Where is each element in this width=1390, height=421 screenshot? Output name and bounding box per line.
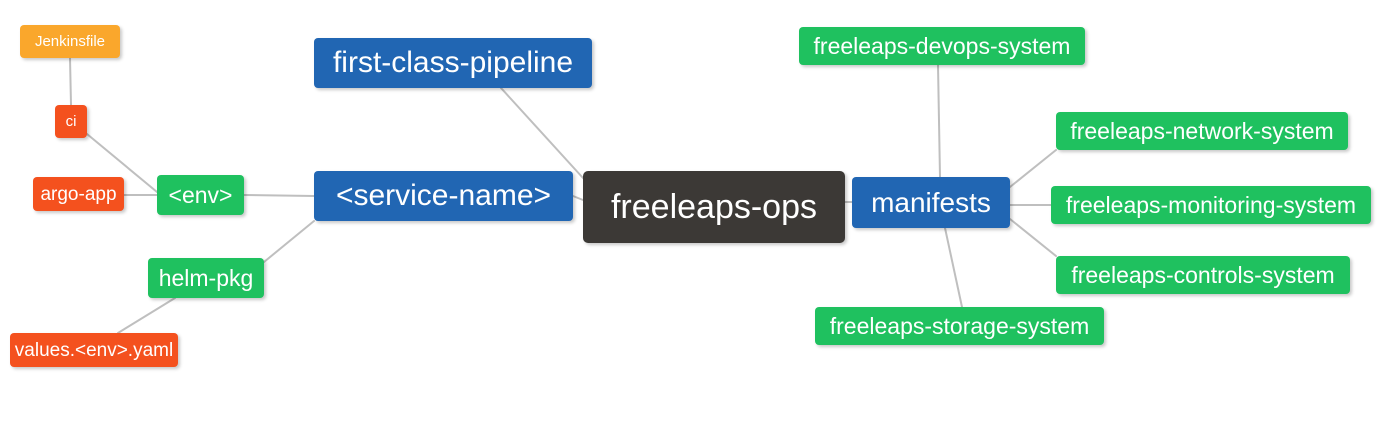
node-label: freeleaps-storage-system [829, 312, 1090, 339]
node-network-system[interactable]: freeleaps-network-system [1056, 112, 1348, 150]
node-label: <service-name> [335, 179, 552, 212]
node-label: helm-pkg [158, 264, 254, 291]
node-first-class-pipeline[interactable]: first-class-pipeline [314, 38, 592, 88]
node-label: first-class-pipeline [332, 46, 574, 79]
node-env[interactable]: <env> [157, 175, 244, 215]
edge-jenkinsfile-to-ci [69, 57, 72, 106]
edge-env-to-service-name [243, 194, 315, 197]
node-label: ci [65, 113, 77, 130]
node-label: values.<env>.yaml [14, 339, 174, 361]
node-devops-system[interactable]: freeleaps-devops-system [799, 27, 1085, 65]
node-label: freeleaps-ops [610, 188, 817, 226]
node-service-name[interactable]: <service-name> [314, 171, 573, 221]
node-label: freeleaps-devops-system [813, 32, 1071, 59]
edge-freeleaps-ops-to-first-class-pipeline [500, 87, 584, 179]
node-controls-system[interactable]: freeleaps-controls-system [1056, 256, 1350, 294]
node-label: freeleaps-network-system [1070, 117, 1334, 144]
node-label: Jenkinsfile [34, 33, 106, 50]
node-manifests[interactable]: manifests [852, 177, 1010, 228]
edge-service-name-to-helm-pkg [263, 220, 315, 263]
node-helm-pkg[interactable]: helm-pkg [148, 258, 264, 298]
node-monitoring-system[interactable]: freeleaps-monitoring-system [1051, 186, 1371, 224]
node-label: <env> [168, 181, 233, 208]
edge-freeleaps-ops-to-service-name [572, 195, 584, 201]
edge-manifests-to-controls-system [1009, 218, 1057, 257]
edge-helm-pkg-to-values-yaml [117, 297, 176, 334]
node-label: freeleaps-controls-system [1071, 261, 1335, 288]
node-values-yaml[interactable]: values.<env>.yaml [10, 333, 178, 367]
node-ci[interactable]: ci [55, 105, 87, 138]
node-label: freeleaps-monitoring-system [1065, 191, 1357, 218]
node-label: manifests [871, 186, 991, 218]
node-storage-system[interactable]: freeleaps-storage-system [815, 307, 1104, 345]
node-freeleaps-ops[interactable]: freeleaps-ops [583, 171, 845, 243]
edge-manifests-to-devops-system [937, 64, 941, 178]
edge-manifests-to-storage-system [944, 227, 963, 308]
node-jenkinsfile[interactable]: Jenkinsfile [20, 25, 120, 58]
edge-manifests-to-network-system [1009, 149, 1057, 188]
node-argo-app[interactable]: argo-app [33, 177, 124, 211]
node-label: argo-app [40, 183, 117, 205]
